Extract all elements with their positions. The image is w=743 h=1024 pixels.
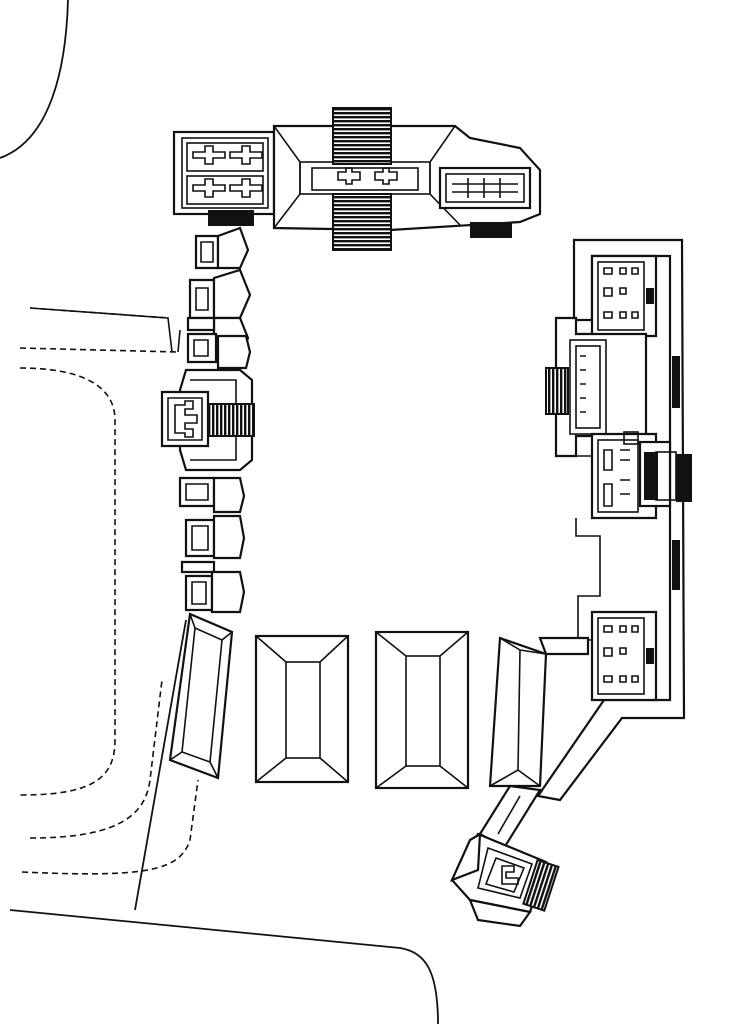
south-hall-3 — [488, 636, 548, 788]
south-hall-2 — [374, 630, 470, 790]
southeast-pavilion — [449, 784, 560, 928]
west-wing — [160, 226, 255, 614]
south-hall-1 — [254, 634, 350, 784]
north-wing — [172, 107, 542, 251]
east-wing — [536, 238, 692, 802]
west-long-hall — [168, 612, 234, 780]
road-curve-top-left — [0, 0, 69, 159]
road-edge-bottom — [9, 909, 439, 1024]
road-line-left — [29, 307, 181, 353]
road-line-left-long — [134, 619, 187, 911]
